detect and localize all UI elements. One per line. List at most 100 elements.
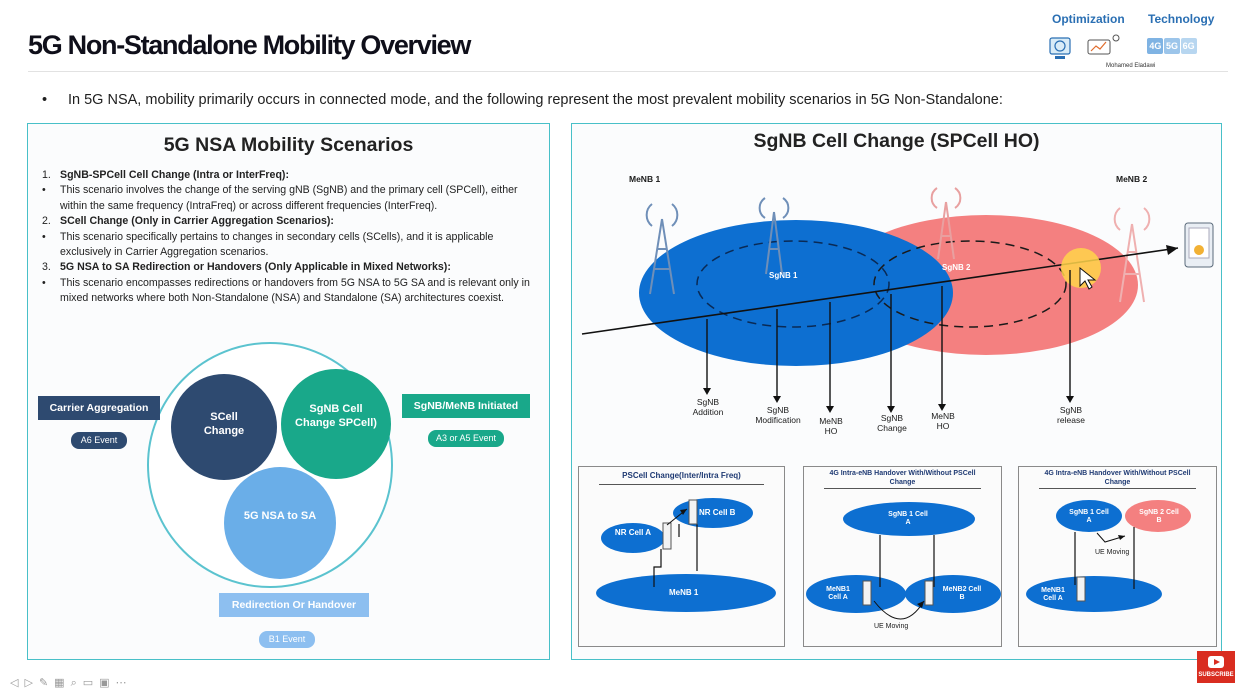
subscribe-button[interactable]: SUBSCRIBE (1197, 651, 1235, 683)
sgnb-label: SgNB Cell Change SPCell) (295, 403, 377, 429)
menb2-cell-b-label: MeNB2 Cell B (942, 586, 982, 601)
slideshow-toolbar[interactable]: ◁▷✎▦⌕▭▣⋯ (10, 676, 133, 689)
slides-icon[interactable]: ▦ (54, 677, 71, 689)
scenario-desc: •This scenario encompasses redirections … (42, 276, 530, 305)
scenario-desc: •This scenario involves the change of th… (42, 184, 518, 212)
subdiagram-title: 4G Intra-eNB Handover With/Without PSCel… (1044, 470, 1191, 486)
brand-author: Mohamed Eladawi (1106, 63, 1156, 69)
next-icon[interactable]: ▷ (24, 677, 39, 689)
menb2-label: MeNB 2 (1116, 174, 1148, 184)
intro-text: In 5G NSA, mobility primarily occurs in … (68, 92, 1003, 108)
redirection-box: Redirection Or Handover (219, 593, 369, 617)
handover-diagram (581, 187, 1214, 413)
b1-event-pill: B1 Event (259, 631, 315, 648)
title-divider (28, 71, 1228, 72)
intra-enb-graphic-1 (806, 502, 1001, 620)
brand-icons (1049, 34, 1197, 59)
sgnb-cell-change-panel: SgNB Cell Change (SPCell HO) (571, 123, 1222, 660)
scenario-number: 2. (42, 215, 51, 228)
carrier-aggregation-box: Carrier Aggregation (38, 396, 160, 420)
menb1-tower-icon (645, 203, 679, 295)
mobility-scenarios-panel: 5G NSA Mobility Scenarios 1. SgNB-SPCell… (27, 123, 550, 660)
a6-event-pill: A6 Event (71, 432, 127, 449)
scell-label: SCell Change (203, 411, 245, 437)
slide-title: 5G Non-Standalone Mobility Overview (28, 30, 471, 60)
badge-6g: 6G (1182, 41, 1195, 51)
pscell-change-graphic (596, 498, 776, 612)
nr-cell-b-label: NR Cell B (699, 508, 736, 517)
video-icon[interactable]: ▣ (99, 677, 116, 689)
menb1-cell (639, 220, 953, 366)
scenario-heading: SgNB-SPCell Cell Change (Intra or InterF… (60, 169, 289, 181)
brand-logo: Optimization Technology 4G 5G 6G Mohamed… (1044, 8, 1224, 74)
menb1-cell-a-label: MeNB1 Cell A (826, 586, 850, 601)
brand-optimization-label: Optimization (1052, 12, 1125, 26)
intro-bullet: • In 5G NSA, mobility primarily occurs in… (42, 92, 1003, 108)
scenario-heading: SCell Change (Only in Carrier Aggregatio… (60, 215, 334, 228)
sgnb1-cell-a-label-2: SgNB 1 Cell A (1069, 509, 1109, 524)
sgnb2-boundary (873, 240, 1067, 328)
pen-icon[interactable]: ✎ (38, 677, 55, 689)
sgnb1-boundary (696, 240, 890, 328)
sgnb2-cell-b-label: SgNB 2 Cell B (1139, 509, 1179, 524)
play-icon (1208, 656, 1224, 668)
sgnb2-label: SgNB 2 (942, 263, 971, 272)
event-sgnb-modification: SgNB Modification (755, 405, 801, 425)
event-menb-ho: MeNB HO (819, 416, 843, 436)
scell-circle (171, 374, 277, 480)
subdiagram-title: 4G Intra-eNB Handover With/Without PSCel… (829, 470, 976, 486)
brand-technology-label: Technology (1148, 12, 1215, 26)
bullet-dot: • (42, 92, 48, 108)
menb2-tower-icon (1113, 207, 1151, 303)
mouse-pointer-icon (1079, 266, 1097, 290)
event-sgnb-addition: SgNB Addition (692, 397, 724, 417)
scenario-number: 1. (42, 169, 51, 181)
menb1-cell-a-label-2: MeNB1 Cell A (1041, 587, 1065, 602)
subdiagram-underline (599, 484, 764, 485)
nr-cell-a-label: NR Cell A (614, 528, 652, 537)
event-menb-ho-2: MeNB HO (931, 411, 955, 431)
scenario-text: This scenario encompasses redirections o… (60, 276, 530, 305)
sgnb-circle (281, 369, 391, 479)
sgnb1-tower-icon (758, 197, 790, 275)
ue-moving-label-2: UE Moving (1095, 549, 1130, 556)
nsa-sa-label: 5G NSA to SA (243, 510, 317, 522)
screen-icon[interactable]: ▭ (82, 677, 100, 689)
trajectory-arrowhead (1166, 245, 1178, 255)
scenario-desc: •This scenario specifically pertains to … (42, 230, 494, 259)
badge-4g: 4G (1149, 41, 1162, 51)
sgnb2-tower-icon (930, 187, 962, 260)
pscell-change-diagram: PSCell Change(Inter/Intra Freq) NR Cell … (578, 466, 785, 647)
a3-a5-event-pill: A3 or A5 Event (428, 430, 504, 447)
event-sgnb-change: SgNB Change (877, 413, 907, 433)
subdiagram-title: PSCell Change(Inter/Intra Freq) (622, 471, 741, 480)
nsa-sa-circle (224, 467, 336, 579)
sgnb-menb-initiated-box: SgNB/MeNB Initiated (402, 394, 530, 418)
intra-enb-handover-diagram-1: 4G Intra-eNB Handover With/Without PSCel… (803, 466, 1002, 647)
scenario-number: 3. (42, 261, 51, 274)
intra-enb-graphic-2 (1026, 500, 1191, 612)
right-panel-title: SgNB Cell Change (SPCell HO) (753, 130, 1040, 152)
sgnb1-cell-a-label: SgNB 1 Cell A (888, 511, 928, 526)
menb1-label: MeNB 1 (629, 174, 661, 184)
scenario-list: 1. SgNB-SPCell Cell Change (Intra or Int… (42, 168, 542, 307)
venn-diagram (147, 342, 393, 588)
scenario-text: This scenario specifically pertains to c… (60, 230, 494, 259)
scenario-item: 1. SgNB-SPCell Cell Change (Intra or Int… (42, 168, 542, 183)
subdiagram-underline (824, 488, 981, 489)
badge-5g: 5G (1166, 41, 1179, 51)
scenario-text: This scenario involves the change of the… (60, 184, 518, 212)
scenario-heading: 5G NSA to SA Redirection or Handovers (O… (60, 261, 451, 274)
subdiagram-underline (1039, 488, 1196, 489)
more-icon[interactable]: ⋯ (115, 677, 133, 689)
scenario-item: 3. 5G NSA to SA Redirection or Handovers… (42, 260, 542, 275)
intra-enb-handover-diagram-2: 4G Intra-eNB Handover With/Without PSCel… (1018, 466, 1217, 647)
zoom-icon[interactable]: ⌕ (70, 677, 83, 689)
sgnb1-label: SgNB 1 (769, 271, 798, 280)
prev-icon[interactable]: ◁ (10, 677, 25, 689)
left-panel-title: 5G NSA Mobility Scenarios (163, 134, 414, 156)
subscribe-label: SUBSCRIBE (1198, 672, 1234, 678)
ue-moving-label: UE Moving (874, 623, 909, 630)
event-sgnb-release: SgNB release (1057, 405, 1085, 425)
menb1-sub-label: MeNB 1 (669, 588, 699, 597)
